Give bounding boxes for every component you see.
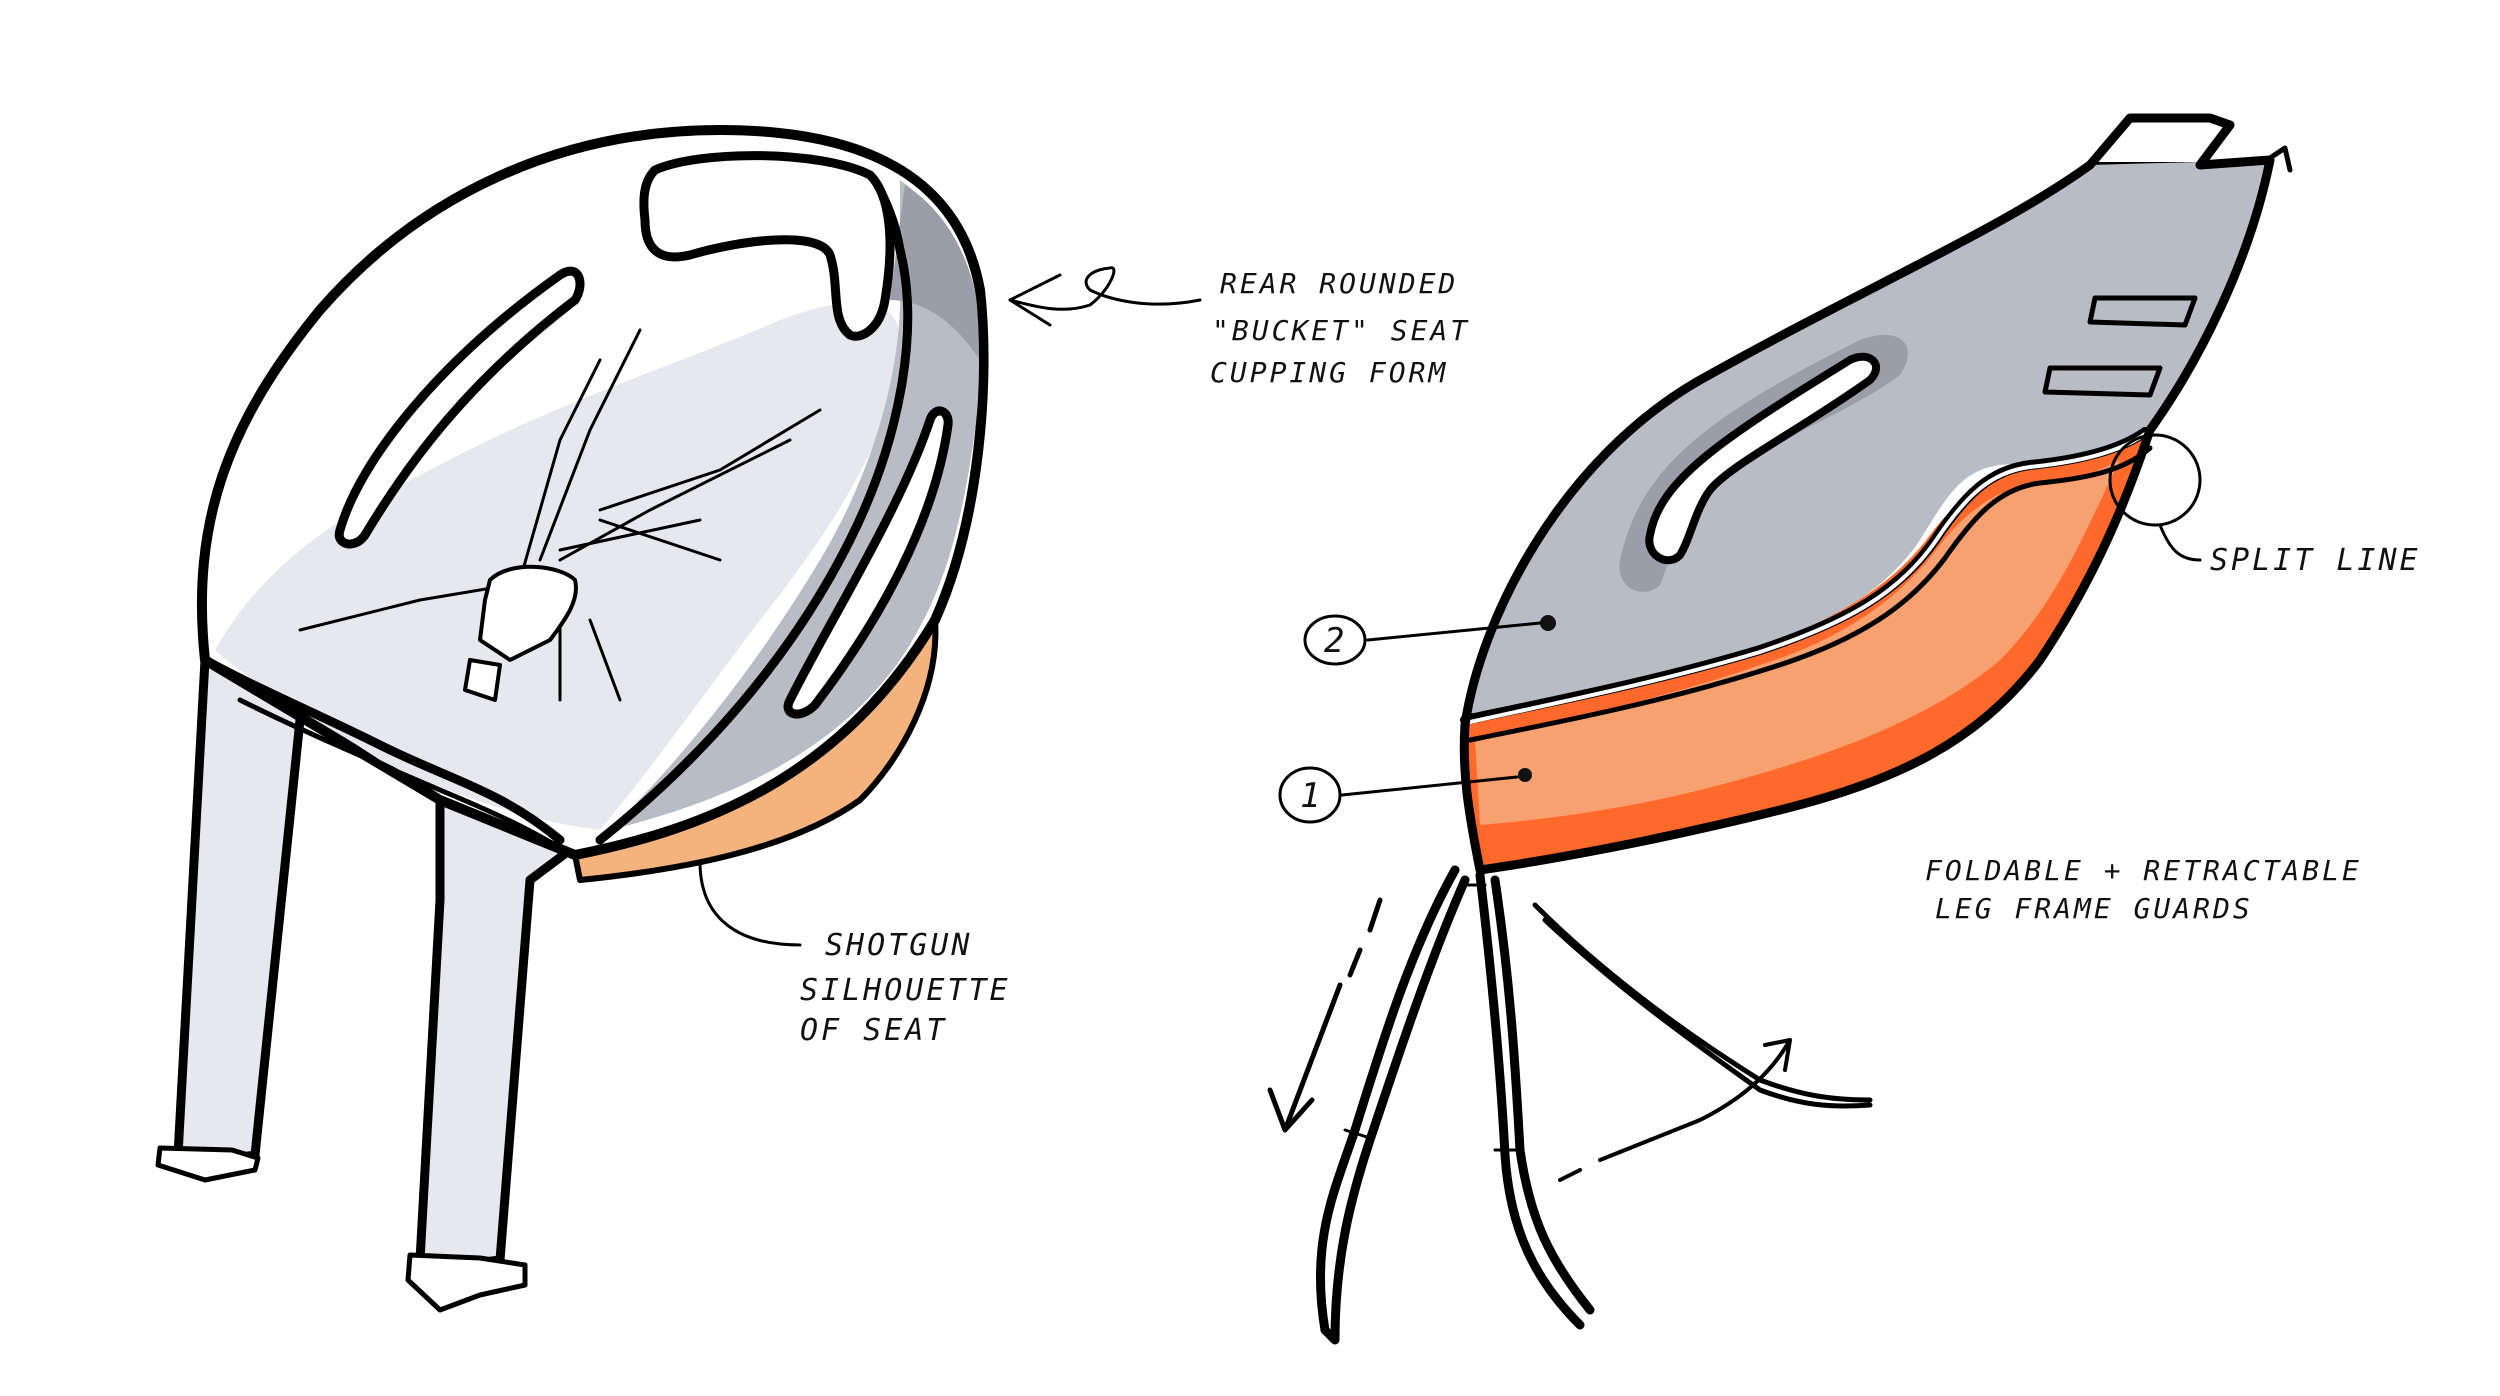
chair-rim-edge — [595, 185, 913, 845]
rear-bucket-label-line3: CUPPING FORM — [1210, 356, 1448, 389]
chair-back-left-foot — [155, 1145, 261, 1183]
folded-seat-upper-shell — [1465, 160, 2270, 725]
chair-side-panel — [610, 180, 980, 830]
leg-frame-middle — [1475, 870, 1595, 1330]
callout-1-marker — [1518, 768, 1532, 782]
folded-seat-split-line-white — [1468, 432, 2147, 724]
leg-frame-right — [1532, 902, 1873, 1109]
chair-headrest-slot — [639, 151, 895, 341]
chair-front-leg — [415, 795, 575, 1270]
shotgun-label-line3: OF SEAT — [800, 1013, 947, 1048]
chair-side-panel-shadow — [890, 185, 981, 360]
callout-1-label: 1 — [1300, 776, 1323, 816]
rear-bucket-annotation: REAR ROUNDED "BUCKET" SEAT CUPPING FORM — [1008, 266, 1470, 389]
folded-seat-leg-frame — [1315, 865, 1873, 1345]
shotgun-label-line1: SHOTGUN — [825, 928, 972, 963]
leg-frame-left — [1315, 865, 1470, 1345]
chair-buckle-tab — [463, 658, 502, 702]
split-line-highlight-circle — [2108, 433, 2202, 527]
rear-bucket-label-line1: REAR ROUNDED — [1220, 267, 1458, 300]
chair-seat-front-edge-inner — [237, 697, 558, 848]
callout-2-marker — [1540, 615, 1556, 631]
folded-seat-handle-slot — [1645, 352, 1880, 565]
split-line-leader — [2158, 523, 2202, 562]
foldable-label-line1: FOLDABLE + RETRACTABLE — [1925, 854, 2362, 887]
chair-buckle — [478, 564, 578, 662]
chair-seat-front-edge — [200, 655, 565, 845]
shotgun-leader-line — [698, 860, 802, 947]
folded-seat-vent-slot-2 — [2042, 365, 2163, 398]
folded-seat-vent-slot-1 — [2087, 295, 2198, 328]
split-line-annotation: SPLIT LINE — [2108, 433, 2421, 578]
callout-2-label: 2 — [1324, 621, 1347, 661]
chair-back-left-leg — [173, 655, 335, 1165]
chair-right-slot — [783, 406, 953, 719]
callout-1-leader — [1340, 775, 1519, 797]
shotgun-label-line2: SILHOUETTE — [800, 973, 1011, 1008]
chair-seat-surface — [215, 302, 900, 831]
fold-direction-arrow-left — [1267, 897, 1383, 1133]
folded-seat-lower-highlight — [1475, 460, 2120, 825]
callout-1-circle — [1278, 766, 1342, 824]
foldable-label-line2: LEG FRAME GUARDS — [1935, 892, 2253, 925]
leg-joint-marks — [1343, 883, 1522, 1152]
callout-2: 2 — [1303, 614, 1542, 666]
folded-seat-split-line-lower — [1467, 445, 2153, 743]
folded-seat-tip-edge — [2267, 145, 2293, 173]
rear-bucket-label-line2: "BUCKET" SEAT — [1212, 314, 1470, 347]
shotgun-annotation: SHOTGUN SILHOUETTE OF SEAT — [698, 860, 1011, 1048]
rear-bucket-leader-arrow — [1008, 266, 1202, 327]
chair-left-slot — [334, 266, 585, 549]
chair-shell-outline — [197, 125, 989, 860]
bucket-chair-sketch — [155, 125, 989, 1313]
folded-seat-outline — [1459, 113, 2275, 875]
callout-2-circle — [1303, 614, 1367, 666]
chair-harness-lines — [298, 328, 822, 702]
callout-1: 1 — [1278, 766, 1519, 824]
chair-front-foot — [405, 1252, 528, 1313]
foldable-annotation: FOLDABLE + RETRACTABLE LEG FRAME GUARDS — [1925, 854, 2362, 925]
fold-direction-arrow-right — [1558, 1038, 1792, 1182]
callout-2-leader — [1366, 621, 1542, 642]
folded-seat-sketch — [1267, 113, 2293, 1345]
split-line-label: SPLIT LINE — [2210, 543, 2421, 578]
